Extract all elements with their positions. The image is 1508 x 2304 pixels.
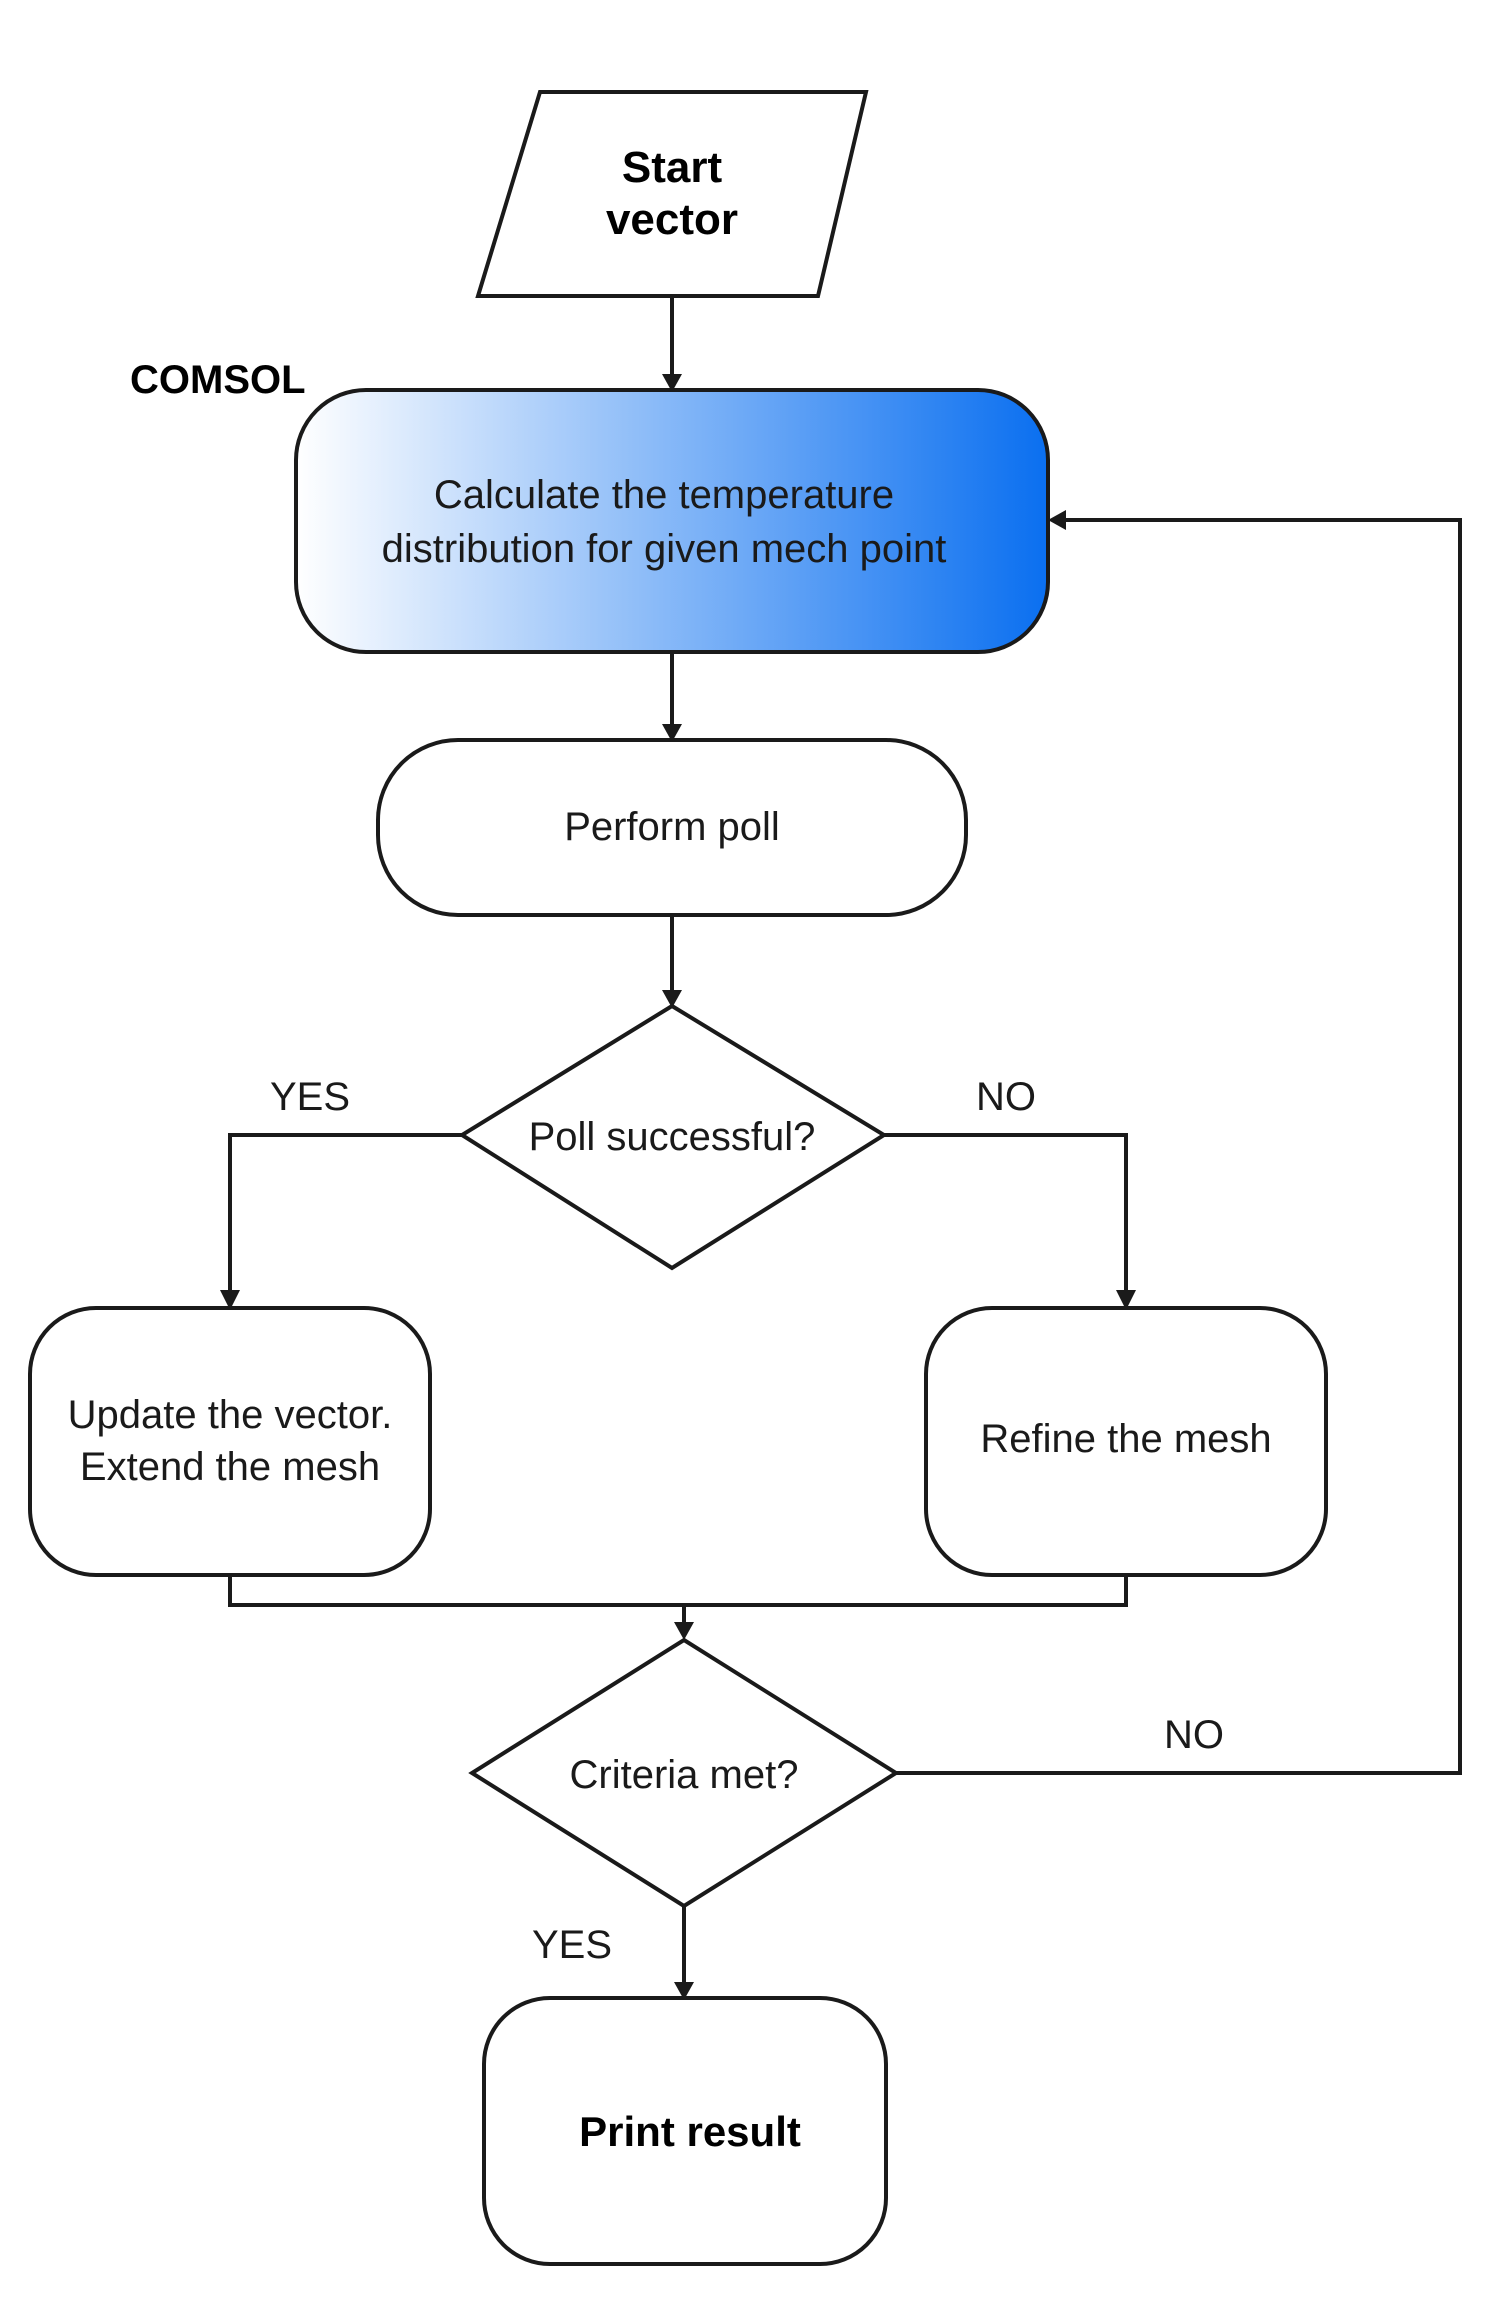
arrowhead-to-refine xyxy=(1116,1290,1136,1310)
refine-box xyxy=(924,1306,1328,1577)
calculate-node: Calculate the temperature distribution f… xyxy=(294,388,1050,654)
criteria-yes-label: YES xyxy=(532,1923,612,1967)
refine-label: Refine the mesh xyxy=(980,1417,1271,1461)
edge-decision-yes-to-update xyxy=(228,1133,462,1290)
poll-no-label: NO xyxy=(976,1075,1036,1119)
update-label-line1: Update the vector. xyxy=(68,1393,393,1437)
comsol-label: COMSOL xyxy=(130,358,306,402)
perform-poll-box xyxy=(376,738,968,917)
print-node: Print result xyxy=(482,1996,888,2266)
criteria-no-label: NO xyxy=(1164,1713,1224,1757)
arrowhead-to-print xyxy=(674,1982,694,2000)
perform-poll-label: Perform poll xyxy=(564,805,780,849)
criteria-decision-label: Criteria met? xyxy=(570,1753,799,1797)
print-box xyxy=(482,1996,888,2266)
print-label: Print result xyxy=(579,2108,801,2155)
update-label-line2: Extend the mesh xyxy=(80,1445,380,1489)
arrowhead-loop-to-calculate xyxy=(1048,510,1066,530)
update-box xyxy=(28,1306,432,1577)
update-node: Update the vector. Extend the mesh xyxy=(28,1306,432,1577)
calculate-label-line2: distribution for given mech point xyxy=(382,527,947,571)
edge-decision-no-to-refine xyxy=(884,1133,1128,1290)
arrowhead-to-criteria xyxy=(674,1622,694,1640)
start-label-line1: Start xyxy=(622,143,723,192)
start-parallelogram xyxy=(475,90,869,298)
poll-decision-node: Poll successful? xyxy=(458,1003,888,1271)
criteria-decision-node: Criteria met? xyxy=(468,1637,900,1909)
calculate-label-line1: Calculate the temperature xyxy=(434,473,894,517)
calculate-box xyxy=(294,388,1050,654)
arrowhead-start-to-calculate xyxy=(662,374,682,392)
edge-criteria-no-loop xyxy=(896,518,1462,1775)
arrowhead-poll-to-decision xyxy=(662,990,682,1008)
poll-decision-diamond xyxy=(458,1003,888,1271)
arrowhead-to-update xyxy=(220,1290,240,1310)
poll-decision-label: Poll successful? xyxy=(529,1115,816,1159)
criteria-decision-diamond xyxy=(468,1637,900,1909)
refine-node: Refine the mesh xyxy=(924,1306,1328,1577)
perform-poll-node: Perform poll xyxy=(376,738,968,917)
edge-merge xyxy=(228,1575,1128,1607)
edges xyxy=(220,296,1462,2000)
start-node: Start vector xyxy=(475,90,869,298)
arrowhead-calculate-to-poll xyxy=(662,724,682,742)
poll-yes-label: YES xyxy=(270,1075,350,1119)
start-label-line2: vector xyxy=(606,195,738,244)
